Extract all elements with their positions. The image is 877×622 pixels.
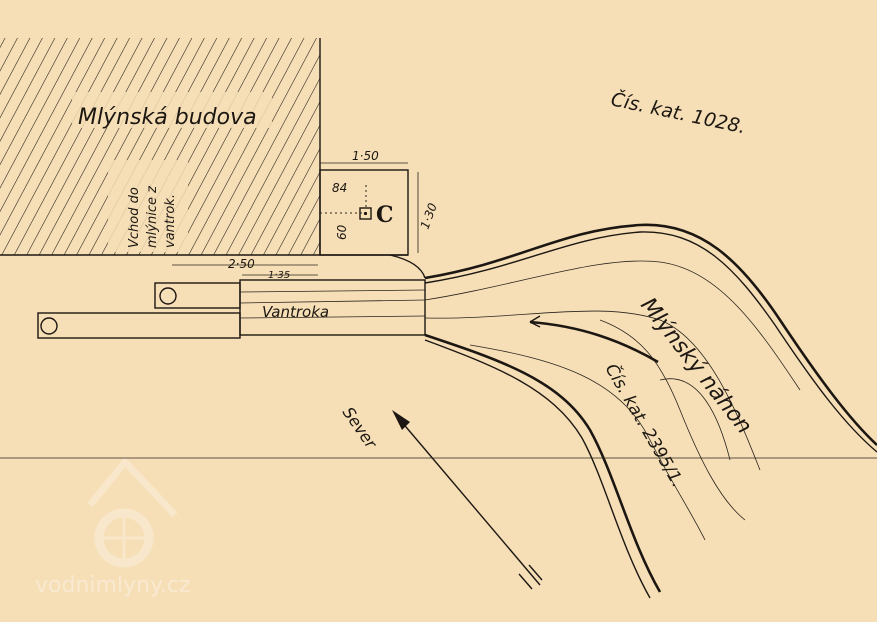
millrace-label: Mlýnský náhon <box>635 293 756 438</box>
north-label: Sever <box>339 403 382 453</box>
dim-trough-total: 2·50 <box>228 257 255 271</box>
parcel-top-label: Čís. kat. 1028. <box>609 86 748 138</box>
dim-offset-x: 84 <box>332 181 347 195</box>
entrance-label-1: Vchod do <box>127 187 142 248</box>
watermark-logo-icon <box>87 456 178 568</box>
dim-chamber-height: 1·30 <box>418 201 440 231</box>
chamber-label: C <box>376 202 394 228</box>
dim-offset-y: 60 <box>335 224 349 240</box>
watermark-text: vodnimlyny.cz <box>35 573 191 598</box>
entrance-label-2: mlýnice z <box>145 185 160 248</box>
trough-label: Vantroka <box>262 303 329 321</box>
dim-trough-part: 1·35 <box>268 270 290 281</box>
trough <box>239 279 426 336</box>
long-pipe <box>37 312 241 339</box>
building-label: Mlýnská budova <box>78 105 257 130</box>
north-arrow-icon <box>392 410 543 590</box>
millrace-channel <box>424 223 877 599</box>
dim-chamber-width: 1·50 <box>352 149 379 163</box>
entrance-label-3: vantrok. <box>163 194 178 248</box>
